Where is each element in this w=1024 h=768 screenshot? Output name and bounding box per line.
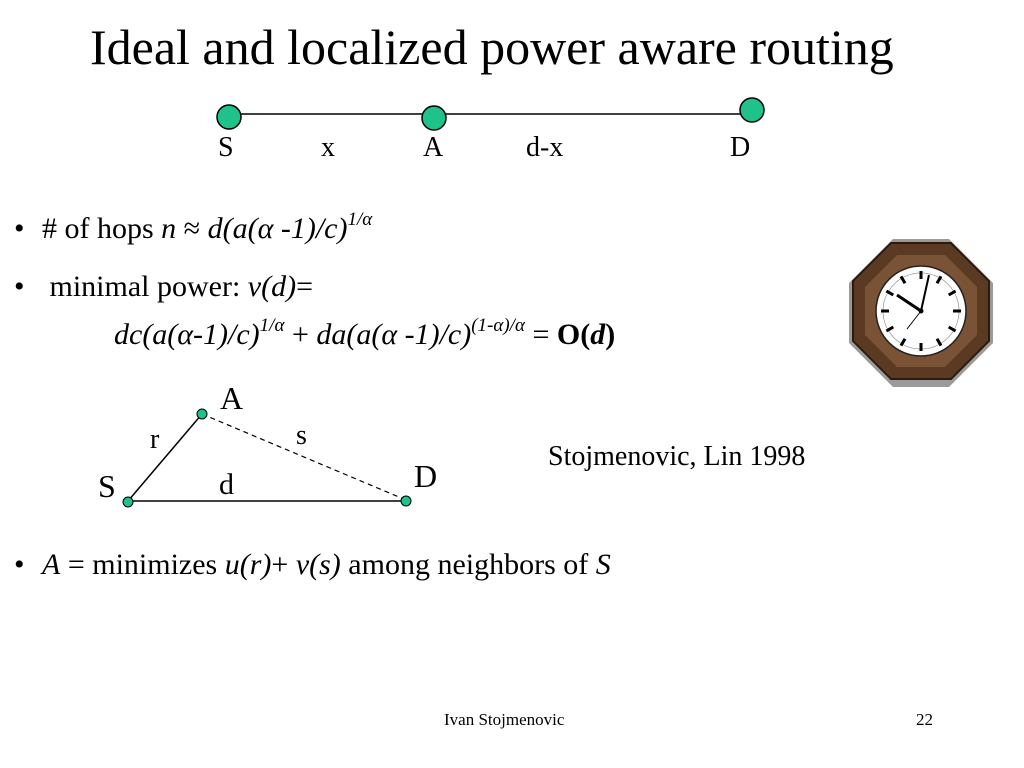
eq-sign-2: = (532, 318, 550, 351)
plus-sign: + (291, 318, 309, 351)
term-1-exp: 1/α (259, 315, 285, 336)
node-a-top (421, 105, 447, 131)
u-of-r: u(r) (224, 548, 272, 581)
approx-sign: ≈ (183, 212, 201, 245)
plus-sign-3: + (271, 548, 289, 581)
big-o-close: ) (605, 318, 616, 351)
node-d-top (739, 97, 765, 123)
v-of-d: v(d) (247, 270, 297, 303)
min-power-lead: minimal power: (49, 270, 241, 303)
node-s-top (216, 104, 242, 130)
label-s-top: S (218, 132, 234, 163)
power-formula: dc(a(α-1)/c)1/α + da(a(α -1)/c)(1-α)/α =… (114, 315, 616, 352)
hops-lead: # of hops (42, 212, 154, 245)
big-o-var: d (590, 318, 606, 351)
var-s: S (595, 548, 611, 581)
label-r: r (150, 424, 160, 455)
slide-title: Ideal and localized power aware routing (90, 19, 894, 75)
bullet-hops: • # of hops n ≈ d(a(α -1)/c)1/α (14, 209, 373, 246)
label-d-minus-x: d-x (526, 132, 564, 163)
var-a: A (42, 548, 61, 581)
label-s-tri: S (98, 468, 116, 504)
bullet-min-power: • minimal power: v(d)= (14, 270, 313, 304)
label-a-tri: A (220, 380, 244, 416)
node-a-tri (196, 408, 208, 420)
footer-author: Ivan Stojmenovic (444, 710, 565, 729)
term-1: dc(a(α-1)/c) (114, 318, 260, 351)
hops-n: n (161, 212, 177, 245)
label-d-tri: D (414, 458, 438, 494)
node-d-tri (400, 495, 412, 507)
big-o: O( (556, 318, 591, 351)
bullet-dot: • (14, 212, 25, 245)
edge-r (127, 413, 203, 502)
edge-s (201, 413, 407, 501)
bullet-minimizes: • A = minimizes u(r)+ v(s) among neighbor… (14, 548, 611, 582)
label-d-top: D (730, 132, 751, 163)
bullet-dot: • (14, 270, 25, 303)
neighbors-text: among neighbors of (348, 548, 589, 581)
label-x: x (321, 132, 335, 163)
node-s-tri (122, 496, 134, 508)
label-s-edge: s (296, 420, 307, 451)
label-a-top: A (423, 132, 444, 163)
minimizes-text: minimizes (92, 548, 218, 581)
bullet-dot: • (14, 548, 25, 581)
v-of-s: v(s) (295, 548, 341, 581)
term-2: da(a(α -1)/c) (316, 318, 472, 351)
hops-formula: d(a(α -1)/c) (207, 212, 348, 245)
term-2-exp: (1-α)/α (471, 315, 525, 336)
citation: Stojmenovic, Lin 1998 (548, 441, 806, 472)
eq-sign-3: = (67, 548, 85, 581)
eq-sign: = (296, 270, 314, 303)
hops-exponent: 1/α (347, 209, 373, 230)
page-number: 22 (916, 710, 933, 729)
label-d-edge: d (219, 468, 234, 501)
wall-clock-icon (849, 239, 993, 387)
